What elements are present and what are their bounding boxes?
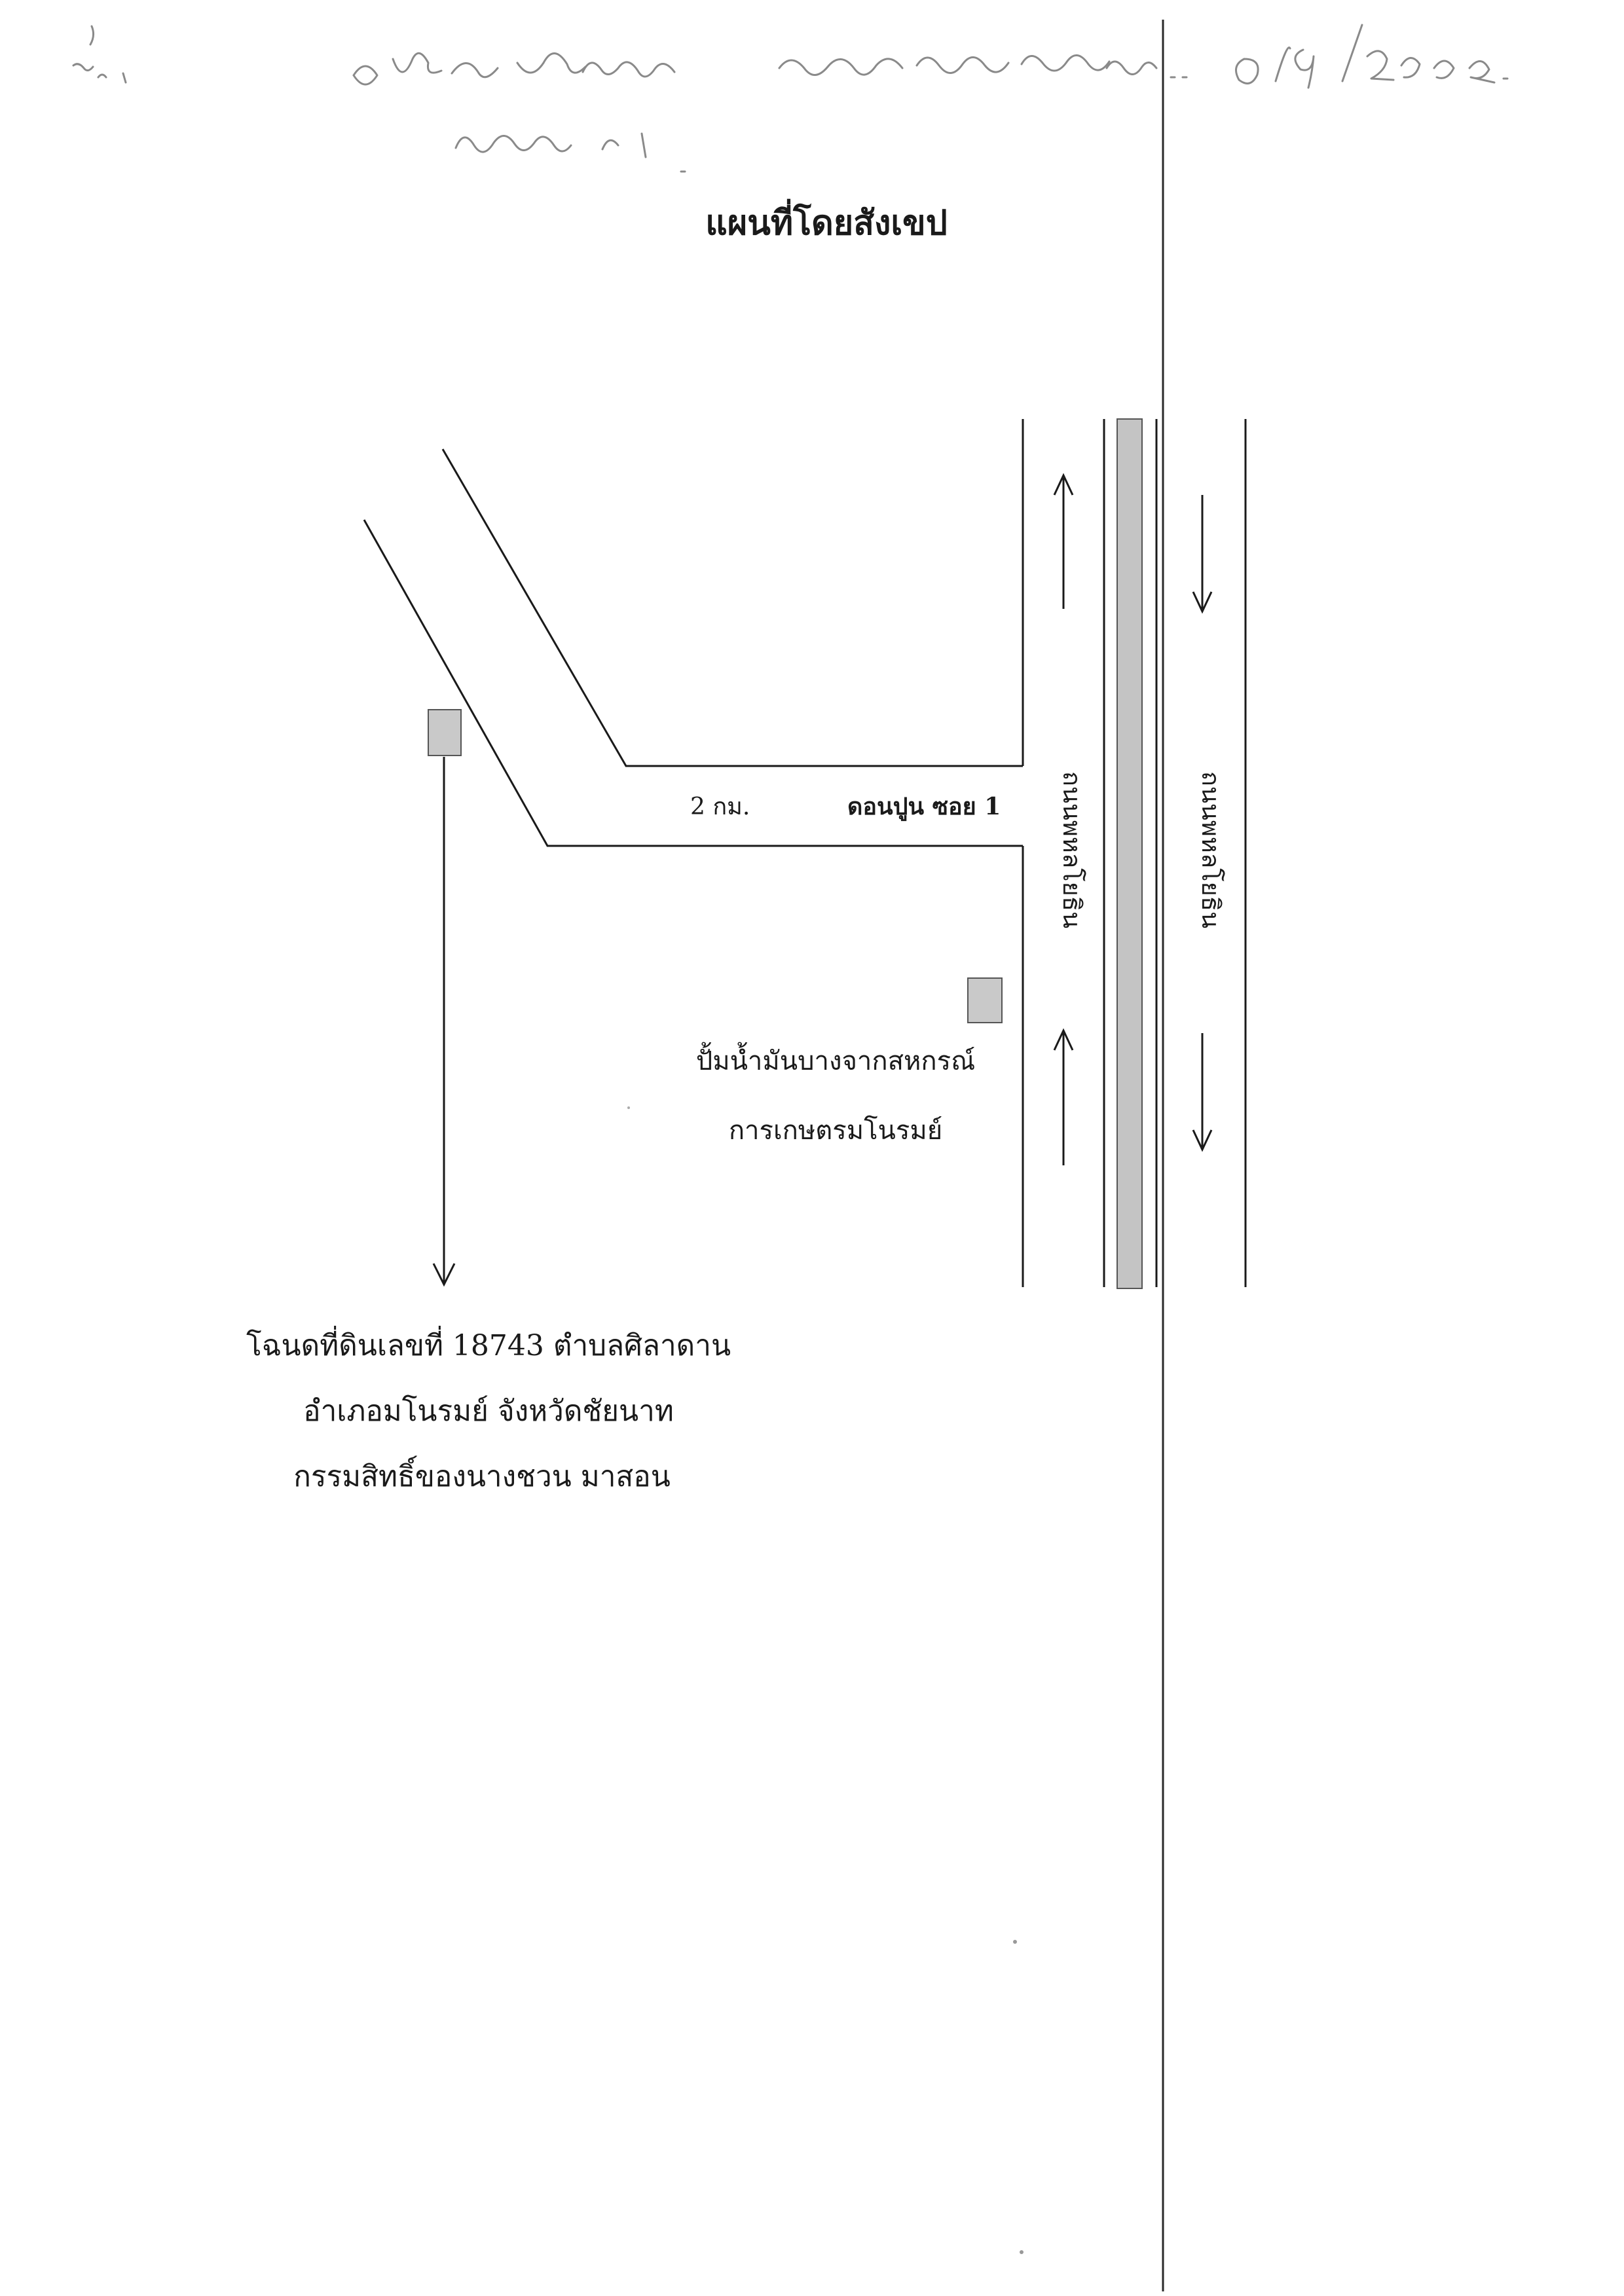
- handwritten-note: [72, 24, 1509, 173]
- arrow-down-icon: [1192, 1129, 1213, 1152]
- distance-label: 2 กม.: [690, 793, 750, 820]
- scan-speck: [627, 1106, 630, 1109]
- deed-text-line3: กรรมสิทธิ์ของนางชวน มาสอน: [293, 1455, 671, 1493]
- highway: ถนนพหลโยธิน ถนนพหลโยธิน: [1022, 418, 1247, 1289]
- arrow-up-icon: [1053, 473, 1074, 496]
- scan-speck: [1013, 1940, 1017, 1944]
- side-road: [363, 448, 1023, 847]
- highway-median: [1116, 418, 1143, 1289]
- gas-station-label-line1: ปั้มน้ำมันบางจากสหกรณ์: [696, 1042, 975, 1076]
- land-plot-marker: [428, 709, 462, 756]
- side-road-north-edge: [441, 448, 1023, 767]
- arrow-down-icon: [1192, 591, 1213, 614]
- side-road-south-edge: [363, 519, 1023, 847]
- arrow-up-icon: [1053, 1028, 1074, 1051]
- map-title: แผนที่โดยสังเขป: [705, 199, 947, 243]
- gas-station-label-line2: การเกษตรมโนรมย์: [729, 1116, 942, 1146]
- deed-text-line2: อำเภอมโนรมย์ จังหวัดชัยนาท: [303, 1394, 674, 1428]
- deed-text-line1: โฉนดที่ดินเลขที่ 18743 ตำบลศิลาดาน: [246, 1325, 731, 1362]
- arrow-down-icon: [432, 757, 456, 1287]
- gas-station-marker: [967, 977, 1003, 1023]
- highway-label-east: ถนนพหลโยธิน: [1196, 771, 1225, 928]
- highway-label-west: ถนนพหลโยธิน: [1058, 771, 1086, 928]
- direction-arrows: [1053, 473, 1213, 1165]
- scan-speck: [1020, 2250, 1024, 2254]
- side-road-label: ดอนปูน ซอย 1: [847, 793, 1001, 822]
